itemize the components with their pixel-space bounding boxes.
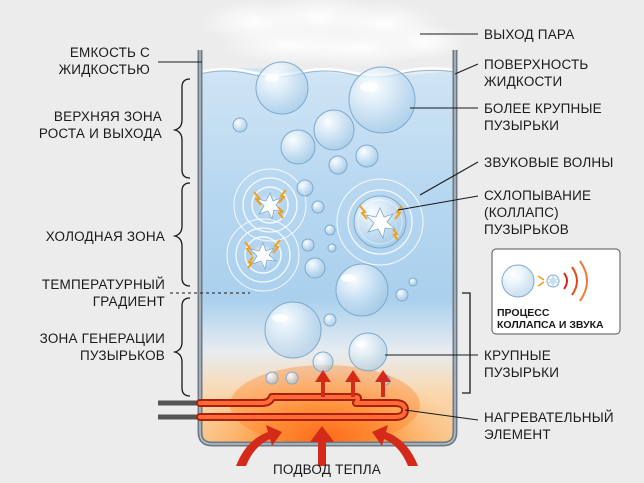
right-labels: ВЫХОД ПАРА ПОВЕРХНОСТЬ ЖИДКОСТИ БОЛЕЕ КР… [484, 27, 614, 442]
bubble [302, 239, 314, 251]
bubble [256, 62, 308, 114]
label-heat-input: ПОДВОД ТЕПЛА [273, 462, 381, 477]
bubble [324, 314, 336, 326]
label-large-bubbles-bottom-2: ПУЗЫРЬКИ [484, 365, 559, 380]
cold-zone-brace [175, 183, 190, 286]
label-large-bubbles-top-1: БОЛЕЕ КРУПНЫЕ [484, 101, 602, 116]
bubble [233, 118, 247, 132]
label-large-bubbles-bottom-1: КРУПНЫЕ [484, 348, 551, 363]
bubble [396, 289, 408, 301]
bubble [312, 201, 324, 213]
bubble [313, 352, 333, 372]
bubble [266, 372, 278, 384]
label-generation-zone-2: ПУЗЫРЬКОВ [80, 348, 165, 363]
label-container-1: ЕМКОСТЬ С [70, 45, 150, 60]
bubble [349, 333, 387, 371]
label-cold-zone: ХОЛОДНАЯ ЗОНА [46, 229, 165, 244]
collapse-burst [354, 196, 406, 248]
bubble [314, 110, 354, 150]
bubble [281, 130, 315, 164]
label-surface-2: ЖИДКОСТИ [484, 74, 562, 89]
generation-zone-brace [175, 298, 190, 396]
bubble [286, 372, 298, 384]
bubble [305, 258, 325, 278]
label-large-bubbles-top-2: ПУЗЫРЬКИ [484, 118, 559, 133]
label-heater-2: ЭЛЕМЕНТ [484, 427, 551, 442]
left-labels: ЕМКОСТЬ С ЖИДКОСТЬЮ ВЕРХНЯЯ ЗОНА РОСТА И… [39, 45, 165, 363]
bubble [328, 244, 336, 252]
label-heater-1: НАГРЕВАТЕЛЬНЫЙ [484, 410, 614, 425]
bubble [329, 156, 347, 174]
label-collapse-3: ПУЗЫРЬКОВ [484, 222, 569, 237]
label-collapse-1: СХЛОПЫВАНИЕ [484, 188, 591, 203]
bubble [265, 302, 321, 358]
label-upper-zone-2: РОСТА И ВЫХОДА [39, 126, 162, 141]
large-bubbles-bracket [462, 293, 470, 393]
bubble [297, 180, 313, 196]
upper-zone-brace [175, 79, 190, 178]
label-generation-zone-1: ЗОНА ГЕНЕРАЦИИ [40, 331, 165, 346]
bubble [409, 278, 417, 286]
label-container-2: ЖИДКОСТЬЮ [59, 62, 150, 77]
label-upper-zone-1: ВЕРХНЯЯ ЗОНА [54, 109, 162, 124]
collapse-inset: ПРОЦЕСС КОЛЛАПСА И ЗВУКА [492, 249, 620, 334]
label-steam: ВЫХОД ПАРА [484, 27, 574, 42]
inset-label-2: КОЛЛАПСА И ЗВУКА [497, 319, 604, 331]
bubble [325, 225, 335, 235]
label-surface-1: ПОВЕРХНОСТЬ [484, 57, 588, 72]
label-gradient-1: ТЕМПЕРАТУРНЫЙ [42, 277, 165, 292]
bubble [349, 67, 415, 133]
label-sound-waves: ЗВУКОВЫЕ ВОЛНЫ [484, 155, 613, 170]
label-gradient-2: ГРАДИЕНТ [93, 294, 165, 309]
label-collapse-2: (КОЛЛАПС) [484, 205, 559, 220]
bubble [336, 264, 388, 316]
bubble [356, 145, 378, 167]
inset-label-1: ПРОЦЕСС [497, 307, 550, 319]
